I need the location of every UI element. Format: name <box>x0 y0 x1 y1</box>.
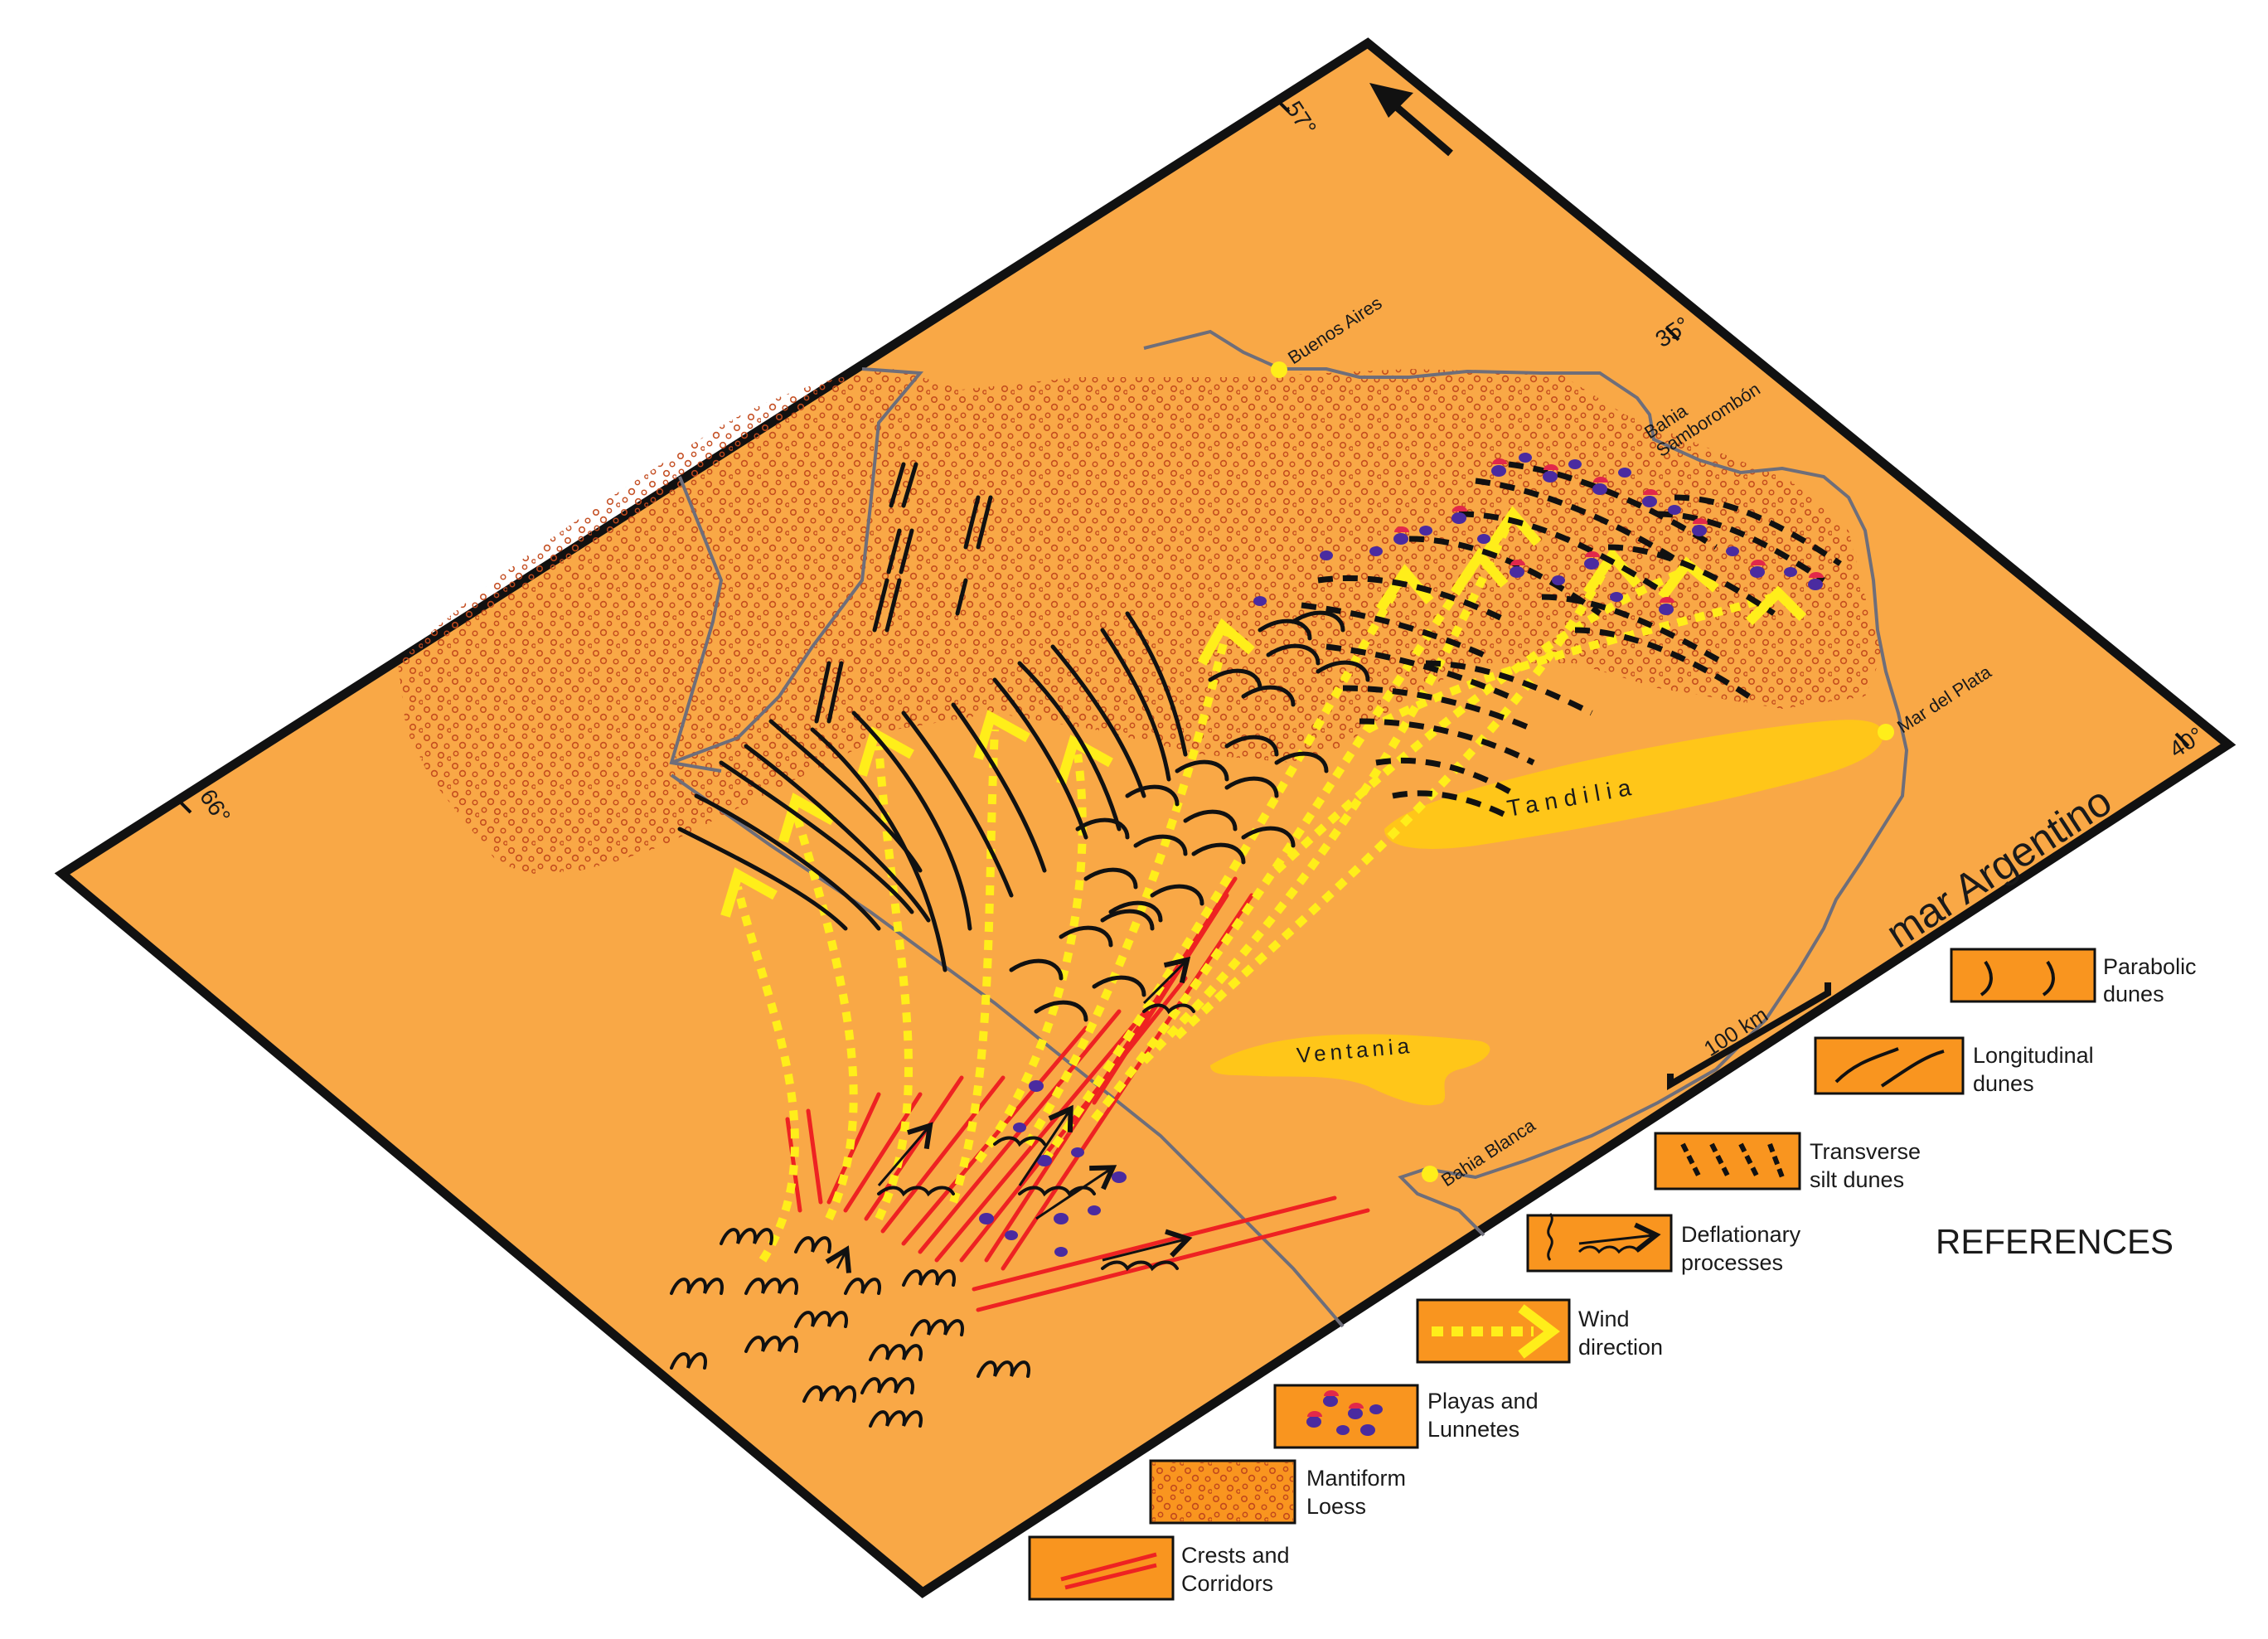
longitudinal-double-lines <box>814 462 993 724</box>
legend-deflation-line1: Deflationary <box>1681 1222 1801 1247</box>
transverse-dunes <box>1301 461 1842 820</box>
legend-crests-line1: Crests and <box>1181 1543 1290 1568</box>
parabolic-dunes <box>1009 610 1370 1022</box>
north-arrow-icon <box>1369 83 1453 157</box>
loess-area <box>398 369 1882 875</box>
province-boundary <box>670 773 1345 1328</box>
legend-parabolic-line2: dunes <box>2103 982 2164 1006</box>
province-boundary <box>671 367 924 764</box>
legend-item-playas: Playas and Lunnetes <box>1273 1384 1539 1449</box>
legend-transverse-line1: Transverse <box>1810 1139 1921 1164</box>
legend-loess-line2: Loess <box>1306 1494 1366 1519</box>
legend-item-loess: Mantiform Loess <box>1149 1459 1406 1525</box>
tandilia-range <box>1384 720 1883 849</box>
legend-title: REFERENCES <box>1936 1222 2174 1261</box>
deflation-arrows <box>825 956 1193 1273</box>
playas-lunettes <box>979 453 1823 1257</box>
deflation-swirls <box>670 1003 1195 1428</box>
wind-arrows <box>734 520 1776 1263</box>
legend-parabolic-line1: Parabolic <box>2103 954 2197 979</box>
wind-arrow-heads <box>720 506 1807 918</box>
legend-crests-line2: Corridors <box>1181 1571 1273 1596</box>
legend-longitudinal-line1: Longitudinal <box>1973 1043 2094 1068</box>
legend-wind-line1: Wind <box>1578 1307 1630 1331</box>
coordinate-ticks <box>177 98 2190 814</box>
legend-swatch-deflation <box>1526 1214 1673 1273</box>
bahia-blanca-marker <box>1422 1166 1438 1182</box>
legend-swatch-playas <box>1273 1384 1419 1449</box>
legend-loess-line1: Mantiform <box>1306 1466 1406 1491</box>
legend-item-wind: Wind direction <box>1416 1298 1663 1364</box>
legend-item-longitudinal: Longitudinal dunes <box>1814 1036 2094 1096</box>
legend-swatch-parabolic <box>1950 948 2096 1003</box>
longitudinal-dunes <box>677 611 1188 972</box>
legend-item-crests: Crests and Corridors <box>1028 1535 1290 1601</box>
ventania-range <box>1210 1034 1490 1106</box>
legend-transverse-line2: silt dunes <box>1810 1167 1904 1192</box>
coastline <box>1143 329 1909 1237</box>
map-land <box>54 37 2236 1598</box>
buenos-aires-marker <box>1271 361 1287 378</box>
legend-wind-line2: direction <box>1578 1335 1663 1360</box>
mar-del-plata-marker <box>1878 724 1894 740</box>
legend-item-deflation: Deflationary processes <box>1526 1213 1801 1275</box>
legend: REFERENCES Parabolic dunes Longitudinal … <box>1028 948 2197 1601</box>
legend-playas-line2: Lunnetes <box>1427 1417 1519 1442</box>
province-boundary <box>669 476 724 773</box>
legend-item-transverse: Transverse silt dunes <box>1654 1132 1921 1192</box>
legend-deflation-line2: processes <box>1681 1250 1783 1275</box>
legend-item-parabolic: Parabolic dunes <box>1950 948 2197 1006</box>
legend-swatch-longitudinal <box>1814 1036 1965 1095</box>
legend-playas-line1: Playas and <box>1427 1389 1539 1414</box>
lunette-crescents <box>1394 458 1824 603</box>
legend-longitudinal-line2: dunes <box>1973 1071 2034 1096</box>
scale-bar <box>1667 982 1831 1090</box>
